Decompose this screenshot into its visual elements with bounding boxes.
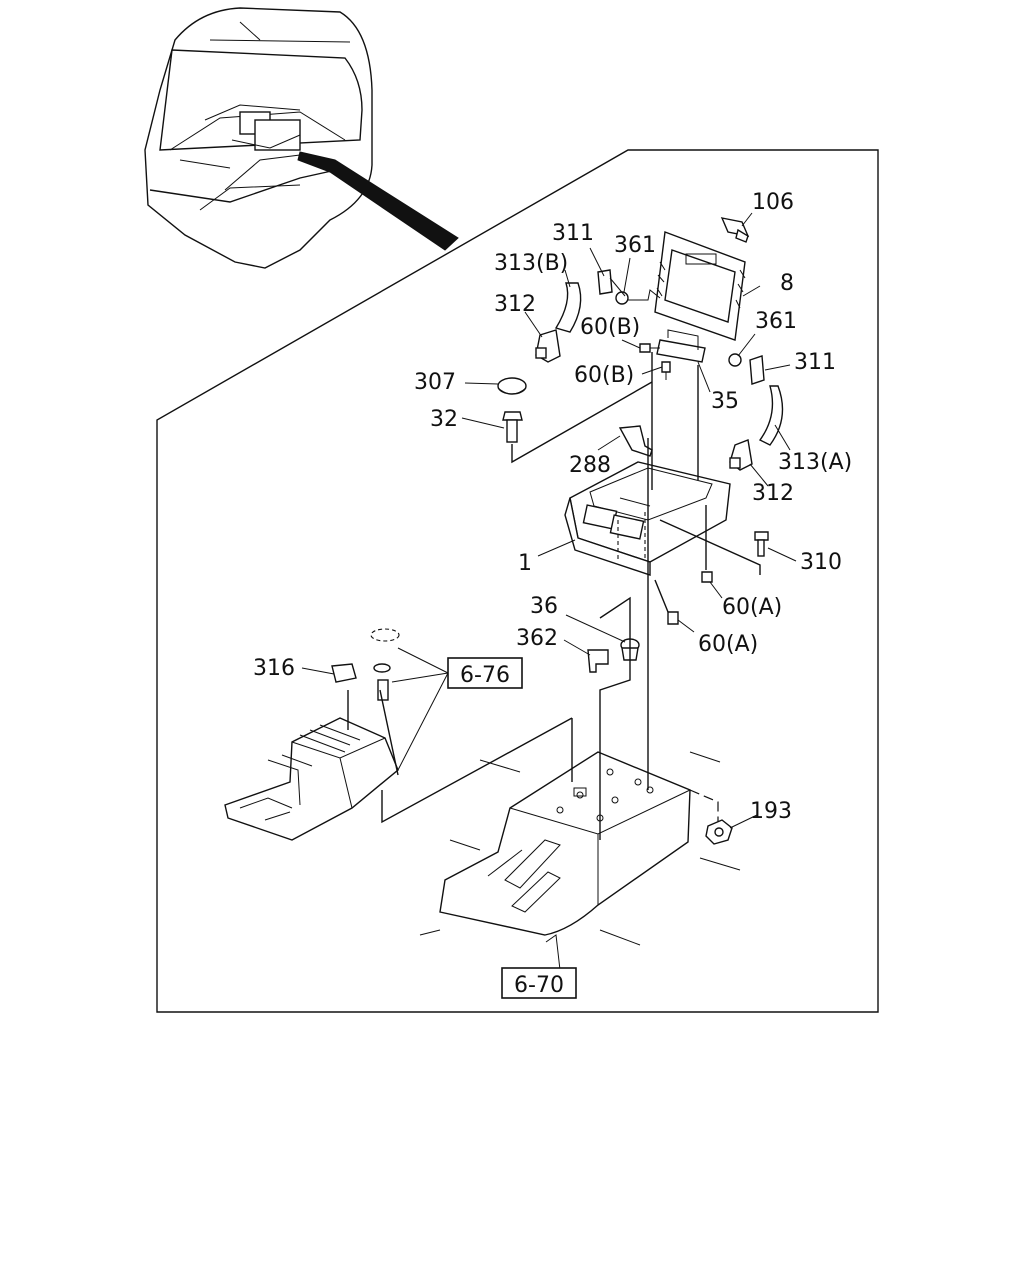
callout-361-top: 361	[614, 233, 656, 258]
part-310-pin	[754, 531, 769, 557]
callout-60a-2: 60(A)	[698, 632, 758, 657]
reference-box-6-76: 6-76	[391, 647, 523, 771]
callout-362: 362	[516, 626, 558, 651]
reference-label-6-70: 6-70	[514, 973, 564, 998]
callout-106: 106	[752, 190, 794, 215]
callout-60b-2: 60(B)	[574, 363, 634, 388]
callout-60b-1: 60(B)	[580, 315, 640, 340]
part-32-fastener	[502, 411, 523, 443]
callout-313b: 313(B)	[494, 251, 568, 276]
part-313b-strap	[554, 282, 582, 333]
reference-box-6-70: 6-70	[501, 967, 577, 999]
part-361-ring-top	[615, 291, 629, 305]
part-35-bracket	[656, 329, 706, 363]
floor-console-center	[419, 751, 741, 946]
callout-leaders	[301, 212, 797, 971]
callout-60a-1: 60(A)	[722, 595, 782, 620]
part-1-console	[564, 461, 731, 576]
callout-310: 310	[800, 550, 842, 575]
part-362-knob	[587, 649, 609, 673]
callout-288: 288	[569, 453, 611, 478]
part-60b-screws	[639, 343, 671, 380]
part-106-clip	[720, 217, 750, 243]
callout-labels: 106 311 361 313(B) 8 312 60(B) 361 60(B)…	[253, 190, 852, 824]
callout-312-top: 312	[494, 292, 536, 317]
callout-313a: 313(A)	[778, 450, 852, 475]
cab-overview-illustration	[144, 7, 459, 269]
part-311-clip-top	[597, 269, 613, 295]
part-312-latch-left	[535, 329, 561, 363]
callout-193: 193	[750, 799, 792, 824]
floor-console-left	[224, 717, 399, 841]
callout-311-right: 311	[794, 350, 836, 375]
callout-312-right: 312	[752, 481, 794, 506]
part-313a-strap	[758, 385, 784, 446]
pointer-band	[297, 151, 459, 251]
callout-307: 307	[414, 370, 456, 395]
part-361-ring-right	[728, 353, 742, 367]
part-307-cap	[497, 377, 527, 395]
part-193-nut	[705, 819, 733, 845]
callout-35: 35	[711, 389, 739, 414]
callout-1: 1	[518, 551, 532, 576]
detail-frame	[156, 149, 879, 1013]
part-316-clip	[331, 663, 357, 683]
part-311-clip-right	[749, 355, 765, 385]
callout-316: 316	[253, 656, 295, 681]
callout-32: 32	[430, 407, 458, 432]
callout-8: 8	[780, 271, 794, 296]
callout-361-right: 361	[755, 309, 797, 334]
assembly-lines	[347, 277, 761, 840]
callout-311-top: 311	[552, 221, 594, 246]
part-6-76-cap-and-screw	[370, 628, 400, 701]
callout-36: 36	[530, 594, 558, 619]
part-312-latch-right	[729, 439, 753, 471]
part-288-bracket	[618, 425, 653, 457]
part-8-panel	[654, 231, 746, 341]
reference-label-6-76: 6-76	[460, 663, 510, 688]
part-60a-screws	[667, 571, 713, 625]
